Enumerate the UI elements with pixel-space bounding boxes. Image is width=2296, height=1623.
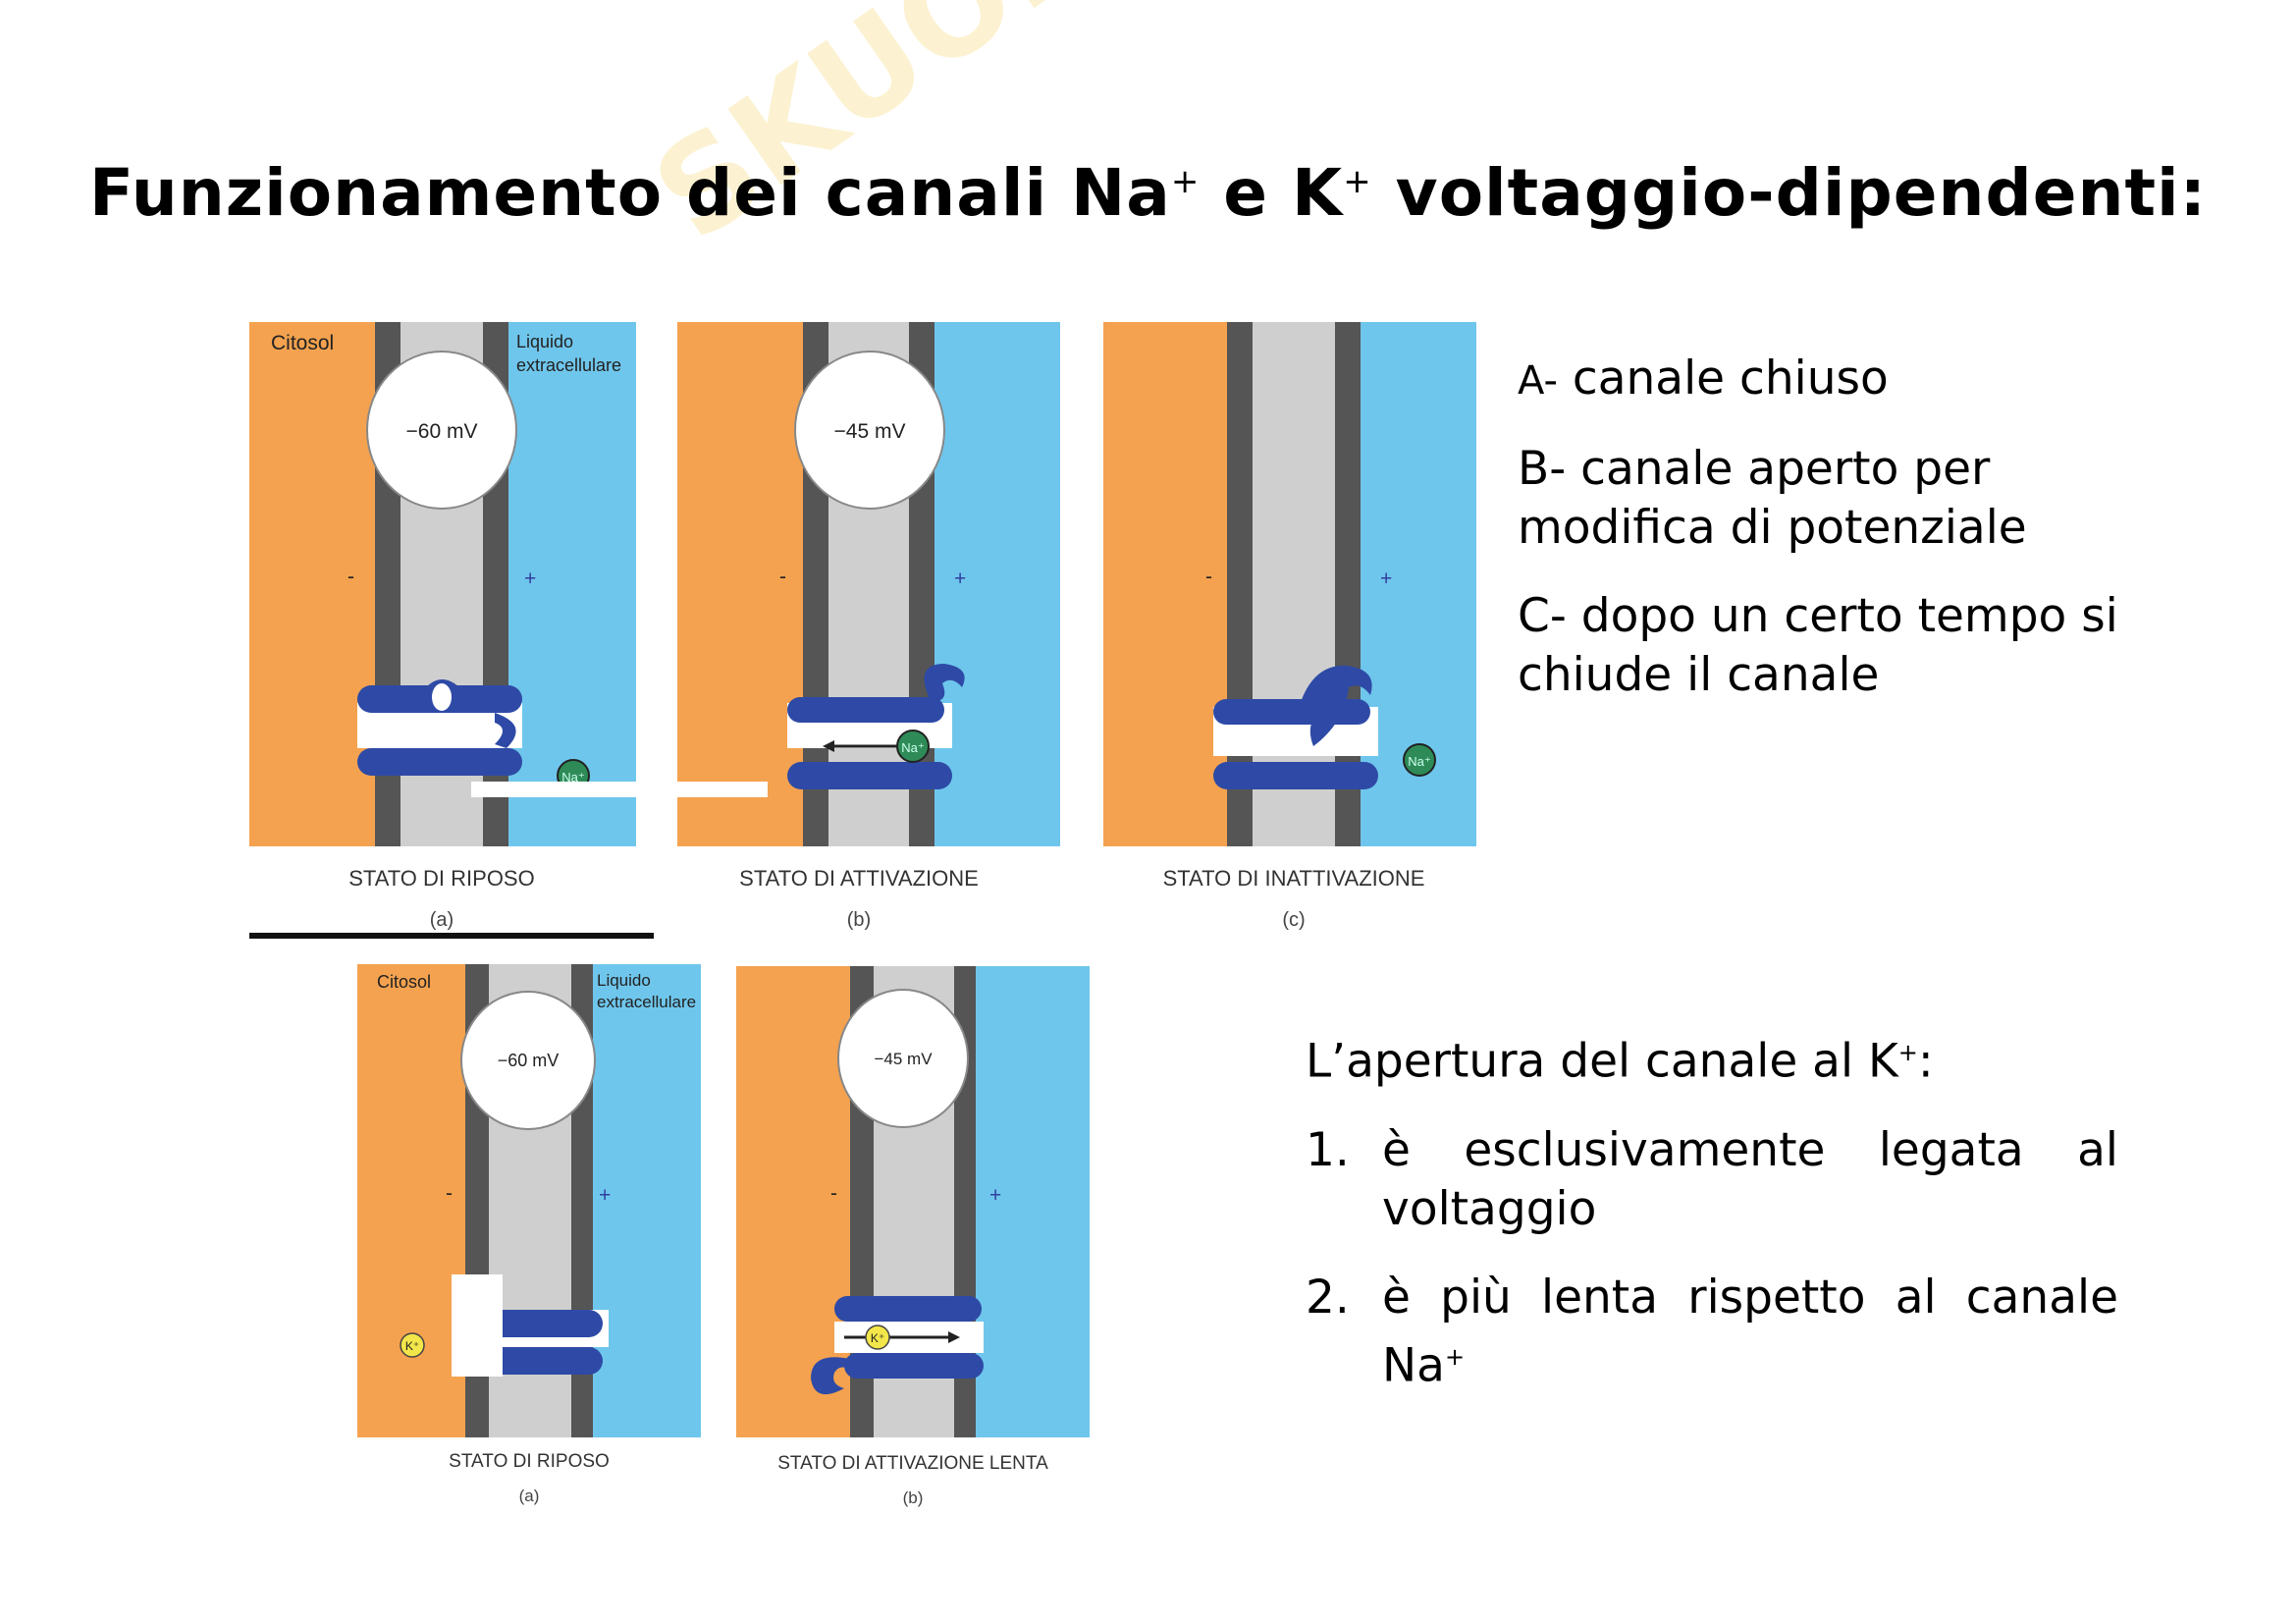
voltage-label: −60 mV xyxy=(498,1051,560,1070)
extracellular-label-2: extracellulare xyxy=(597,993,696,1011)
plus-sign: + xyxy=(1380,568,1392,590)
na-sublabel-b: (b) xyxy=(829,909,888,932)
k-panel-resting: −60 mV Citosol Liquido extracellulare - … xyxy=(357,964,701,1437)
na-panel-inactivation: - + Na⁺ xyxy=(1103,322,1476,846)
minus-sign: - xyxy=(779,566,786,588)
na-ion-label: Na⁺ xyxy=(1408,754,1430,769)
na-caption-resting: STATO DI RIPOSO xyxy=(265,866,618,892)
plus-sign: + xyxy=(989,1184,1001,1207)
k-heading: L’apertura del canale al K+: xyxy=(1306,1023,2118,1092)
na-ion-label: Na⁺ xyxy=(901,740,924,755)
voltage-label: −45 mV xyxy=(834,420,906,443)
plus-sign: + xyxy=(524,568,536,590)
legend-item-b: B- canale aperto per modifica di potenzi… xyxy=(1518,440,2146,558)
minus-sign: - xyxy=(1205,566,1212,588)
k-caption-slow-activation: STATO DI ATTIVAZIONE LENTA xyxy=(736,1453,1090,1475)
k-panel-slow-activation: −45 mV - + K⁺ xyxy=(736,966,1090,1437)
divider-line xyxy=(249,933,654,939)
na-panel-resting: −60 mV Citosol Liquido extracellulare - … xyxy=(249,322,636,846)
slide-title: Funzionamento dei canali Na+ e K+ voltag… xyxy=(0,155,2296,231)
cytosol-label: Citosol xyxy=(377,972,431,992)
k-sublabel-a: (a) xyxy=(500,1487,559,1506)
na-caption-inactivation: STATO DI INATTIVAZIONE xyxy=(1117,866,1470,892)
cytosol-label: Citosol xyxy=(271,332,334,354)
k-ion-label: K⁺ xyxy=(871,1331,884,1345)
extracellular-label: Liquido xyxy=(597,971,651,990)
minus-sign: - xyxy=(446,1182,453,1205)
na-legend: A- canale chiuso B- canale aperto per mo… xyxy=(1518,350,2146,734)
voltage-label: −60 mV xyxy=(406,420,478,443)
legend-item-c: C- dopo un certo tempo si chiude il cana… xyxy=(1518,587,2146,705)
k-item-1: 1.è esclusivamente legata al voltaggio xyxy=(1306,1121,2118,1239)
na-panel-activation: −45 mV - + Na⁺ xyxy=(677,322,1060,846)
k-caption-resting: STATO DI RIPOSO xyxy=(352,1451,706,1473)
voltage-label: −45 mV xyxy=(874,1050,933,1068)
na-sublabel-c: (c) xyxy=(1264,909,1323,932)
plus-sign: + xyxy=(599,1184,611,1207)
legend-item-a: A- canale chiuso xyxy=(1518,350,2146,410)
minus-sign: - xyxy=(347,566,354,588)
extracellular-label: Liquido xyxy=(516,332,573,352)
na-caption-activation: STATO DI ATTIVAZIONE xyxy=(682,866,1036,892)
k-sublabel-b: (b) xyxy=(883,1488,942,1508)
k-text: L’apertura del canale al K+: 1.è esclusi… xyxy=(1306,1023,2118,1425)
k-ion-label: K⁺ xyxy=(405,1339,419,1353)
minus-sign: - xyxy=(830,1182,837,1205)
na-sublabel-a: (a) xyxy=(412,909,471,932)
k-item-2: 2.è più lenta rispetto al canale Na+ xyxy=(1306,1269,2118,1396)
plus-sign: + xyxy=(954,568,966,590)
extracellular-label-2: extracellulare xyxy=(516,355,621,375)
